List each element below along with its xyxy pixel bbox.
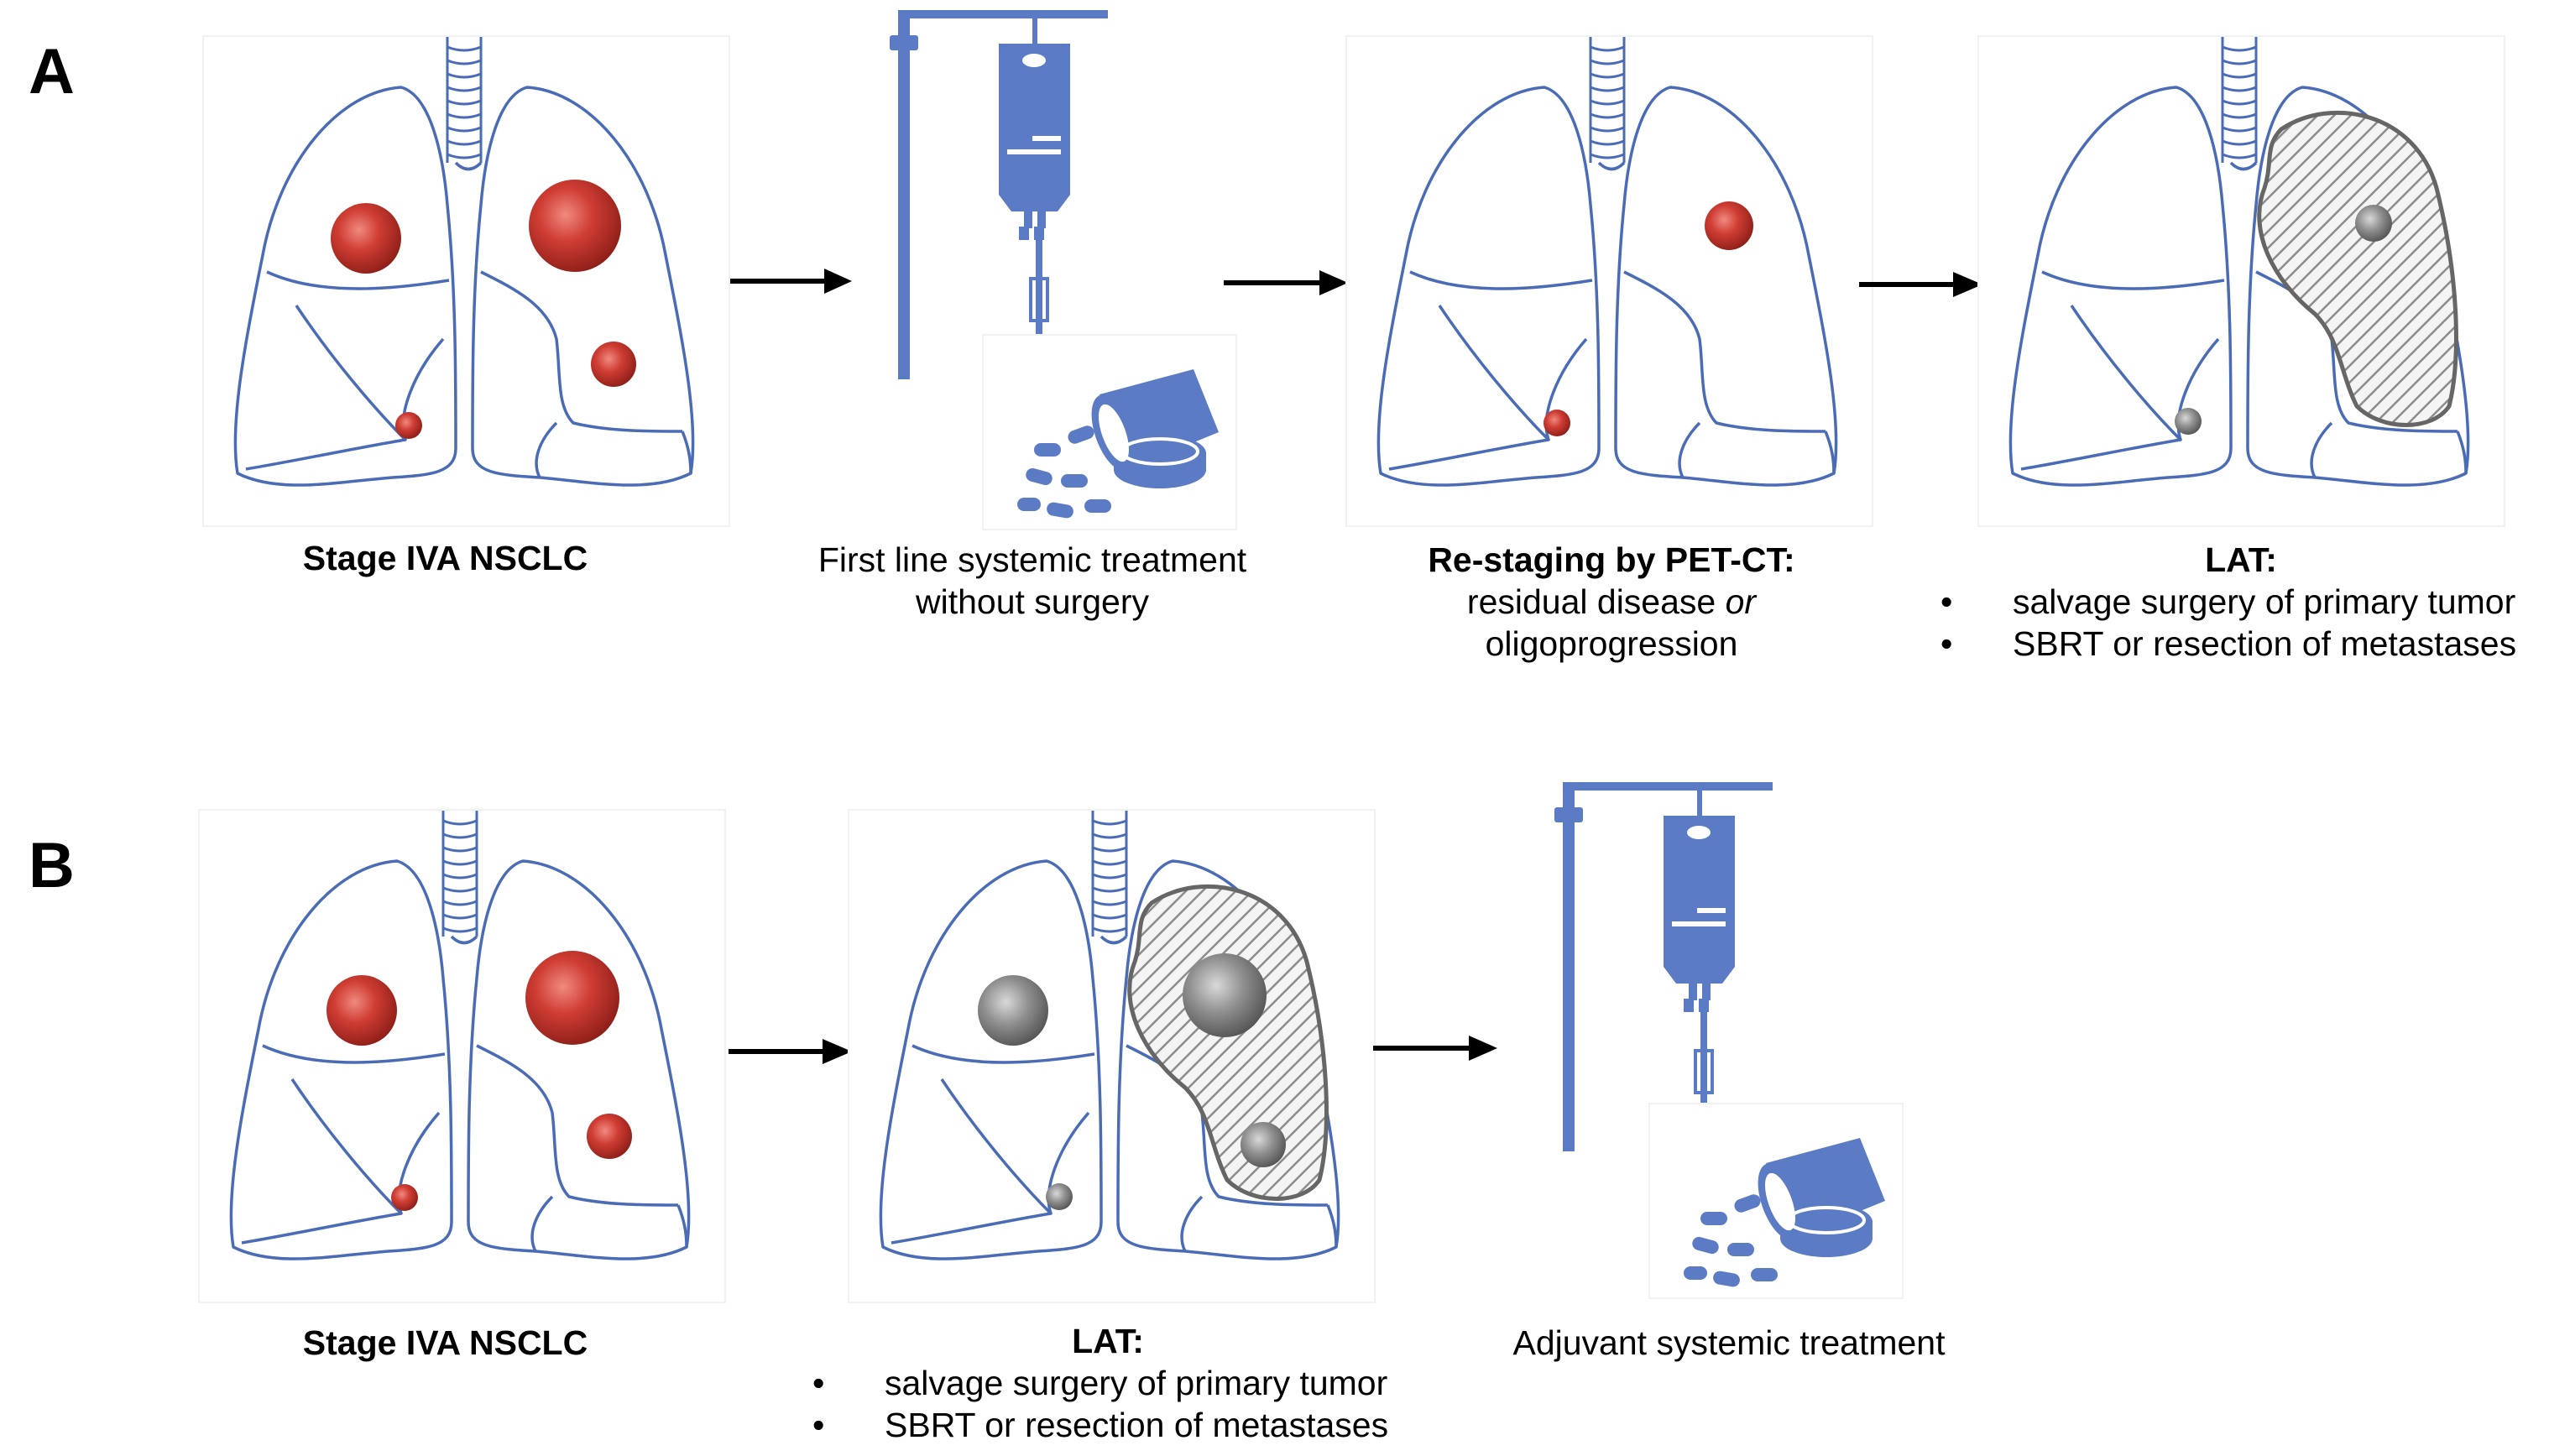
treated-tumor-mark xyxy=(1046,1183,1073,1210)
tumor-mark xyxy=(587,1114,632,1159)
tumor-mark xyxy=(395,412,422,439)
lungs-illustration-b1 xyxy=(200,811,724,1302)
caption-b3: Adjuvant systemic treatment xyxy=(1452,1322,2006,1364)
resection-area xyxy=(2257,111,2458,427)
bullet-text: SBRT or resection of metastases xyxy=(2013,624,2517,663)
bullet-item: • salvage surgery of primary tumor xyxy=(1940,581,2516,623)
lungs-icon xyxy=(233,37,695,487)
bullet-dot: • xyxy=(1940,582,1953,621)
caption-title: LAT: xyxy=(1072,1322,1144,1360)
bullet-item: • SBRT or resection of metastases xyxy=(812,1404,1388,1446)
caption-b1: Stage IVA NSCLC xyxy=(204,1322,687,1364)
lungs-illustration-a4 xyxy=(1979,37,2504,525)
caption-line: oligoprogression xyxy=(1485,624,1738,663)
caption-b2-title: LAT: xyxy=(982,1320,1234,1362)
bullet-dot: • xyxy=(812,1364,825,1402)
arrow-right-icon xyxy=(730,269,852,294)
bullet-text: salvage surgery of primary tumor xyxy=(2013,582,2516,621)
caption-a1: Stage IVA NSCLC xyxy=(204,537,687,579)
iv-drip-icon xyxy=(890,10,1125,379)
tumor-mark xyxy=(326,975,397,1046)
tumor-mark xyxy=(1705,201,1753,250)
lungs-illustration-a1 xyxy=(204,37,729,525)
pill-bottle-icon xyxy=(1650,1104,1902,1297)
lungs-icon xyxy=(879,811,1340,1260)
resection-area xyxy=(1127,885,1329,1201)
lungs-icon xyxy=(229,811,691,1260)
caption-title: LAT: xyxy=(2205,540,2277,579)
lungs-illustration-b2 xyxy=(849,811,1374,1302)
arrow-right-icon xyxy=(729,1039,852,1064)
arrow-right-icon xyxy=(1224,270,1348,295)
caption-line: without surgery xyxy=(915,582,1149,621)
caption-title: Stage IVA NSCLC xyxy=(302,1323,588,1362)
arrow-right-icon xyxy=(1373,1036,1497,1061)
caption-a3: Re-staging by PET-CT: residual disease o… xyxy=(1326,539,1897,665)
caption-a2: First line systemic treatment without su… xyxy=(755,539,1309,623)
treated-tumor-mark xyxy=(1183,953,1267,1037)
caption-text: residual disease xyxy=(1466,582,1726,621)
iv-drip-icon xyxy=(1554,782,1789,1151)
caption-line: First line systemic treatment xyxy=(817,540,1247,579)
bullet-text: SBRT or resection of metastases xyxy=(885,1406,1389,1444)
caption-a4-bullets: • salvage surgery of primary tumor • SBRT … xyxy=(1940,581,2516,665)
pill-bottle-icon xyxy=(984,336,1235,529)
bullet-text: salvage surgery of primary tumor xyxy=(885,1364,1388,1402)
caption-a4-title: LAT: xyxy=(2115,539,2367,581)
tumor-mark xyxy=(331,203,401,274)
caption-title: Re-staging by PET-CT: xyxy=(1428,540,1795,579)
bullet-dot: • xyxy=(1940,624,1953,663)
tumor-mark xyxy=(591,342,636,387)
caption-emphasis: or xyxy=(1725,582,1757,621)
caption-title: Stage IVA NSCLC xyxy=(302,539,588,577)
treated-tumor-mark xyxy=(2175,408,2202,435)
treated-tumor-mark xyxy=(1241,1122,1286,1167)
panel-label-b: B xyxy=(29,830,75,901)
lungs-icon xyxy=(1376,37,1838,487)
bullet-dot: • xyxy=(812,1406,825,1444)
lungs-illustration-a3 xyxy=(1347,37,1872,525)
tumor-mark xyxy=(525,951,619,1045)
treated-tumor-mark xyxy=(2355,205,2392,242)
caption-b2-bullets: • salvage surgery of primary tumor • SBRT … xyxy=(812,1362,1388,1446)
arrow-right-icon xyxy=(1859,272,1982,297)
tumor-mark xyxy=(1544,410,1570,436)
tumor-mark xyxy=(529,180,621,272)
bullet-item: • salvage surgery of primary tumor xyxy=(812,1362,1388,1404)
lungs-icon xyxy=(2008,37,2470,487)
tumor-mark xyxy=(391,1184,418,1211)
caption-line: Adjuvant systemic treatment xyxy=(1512,1323,1946,1362)
bullet-item: • SBRT or resection of metastases xyxy=(1940,623,2516,665)
treated-tumor-mark xyxy=(978,975,1048,1046)
panel-label-a: A xyxy=(29,36,75,107)
